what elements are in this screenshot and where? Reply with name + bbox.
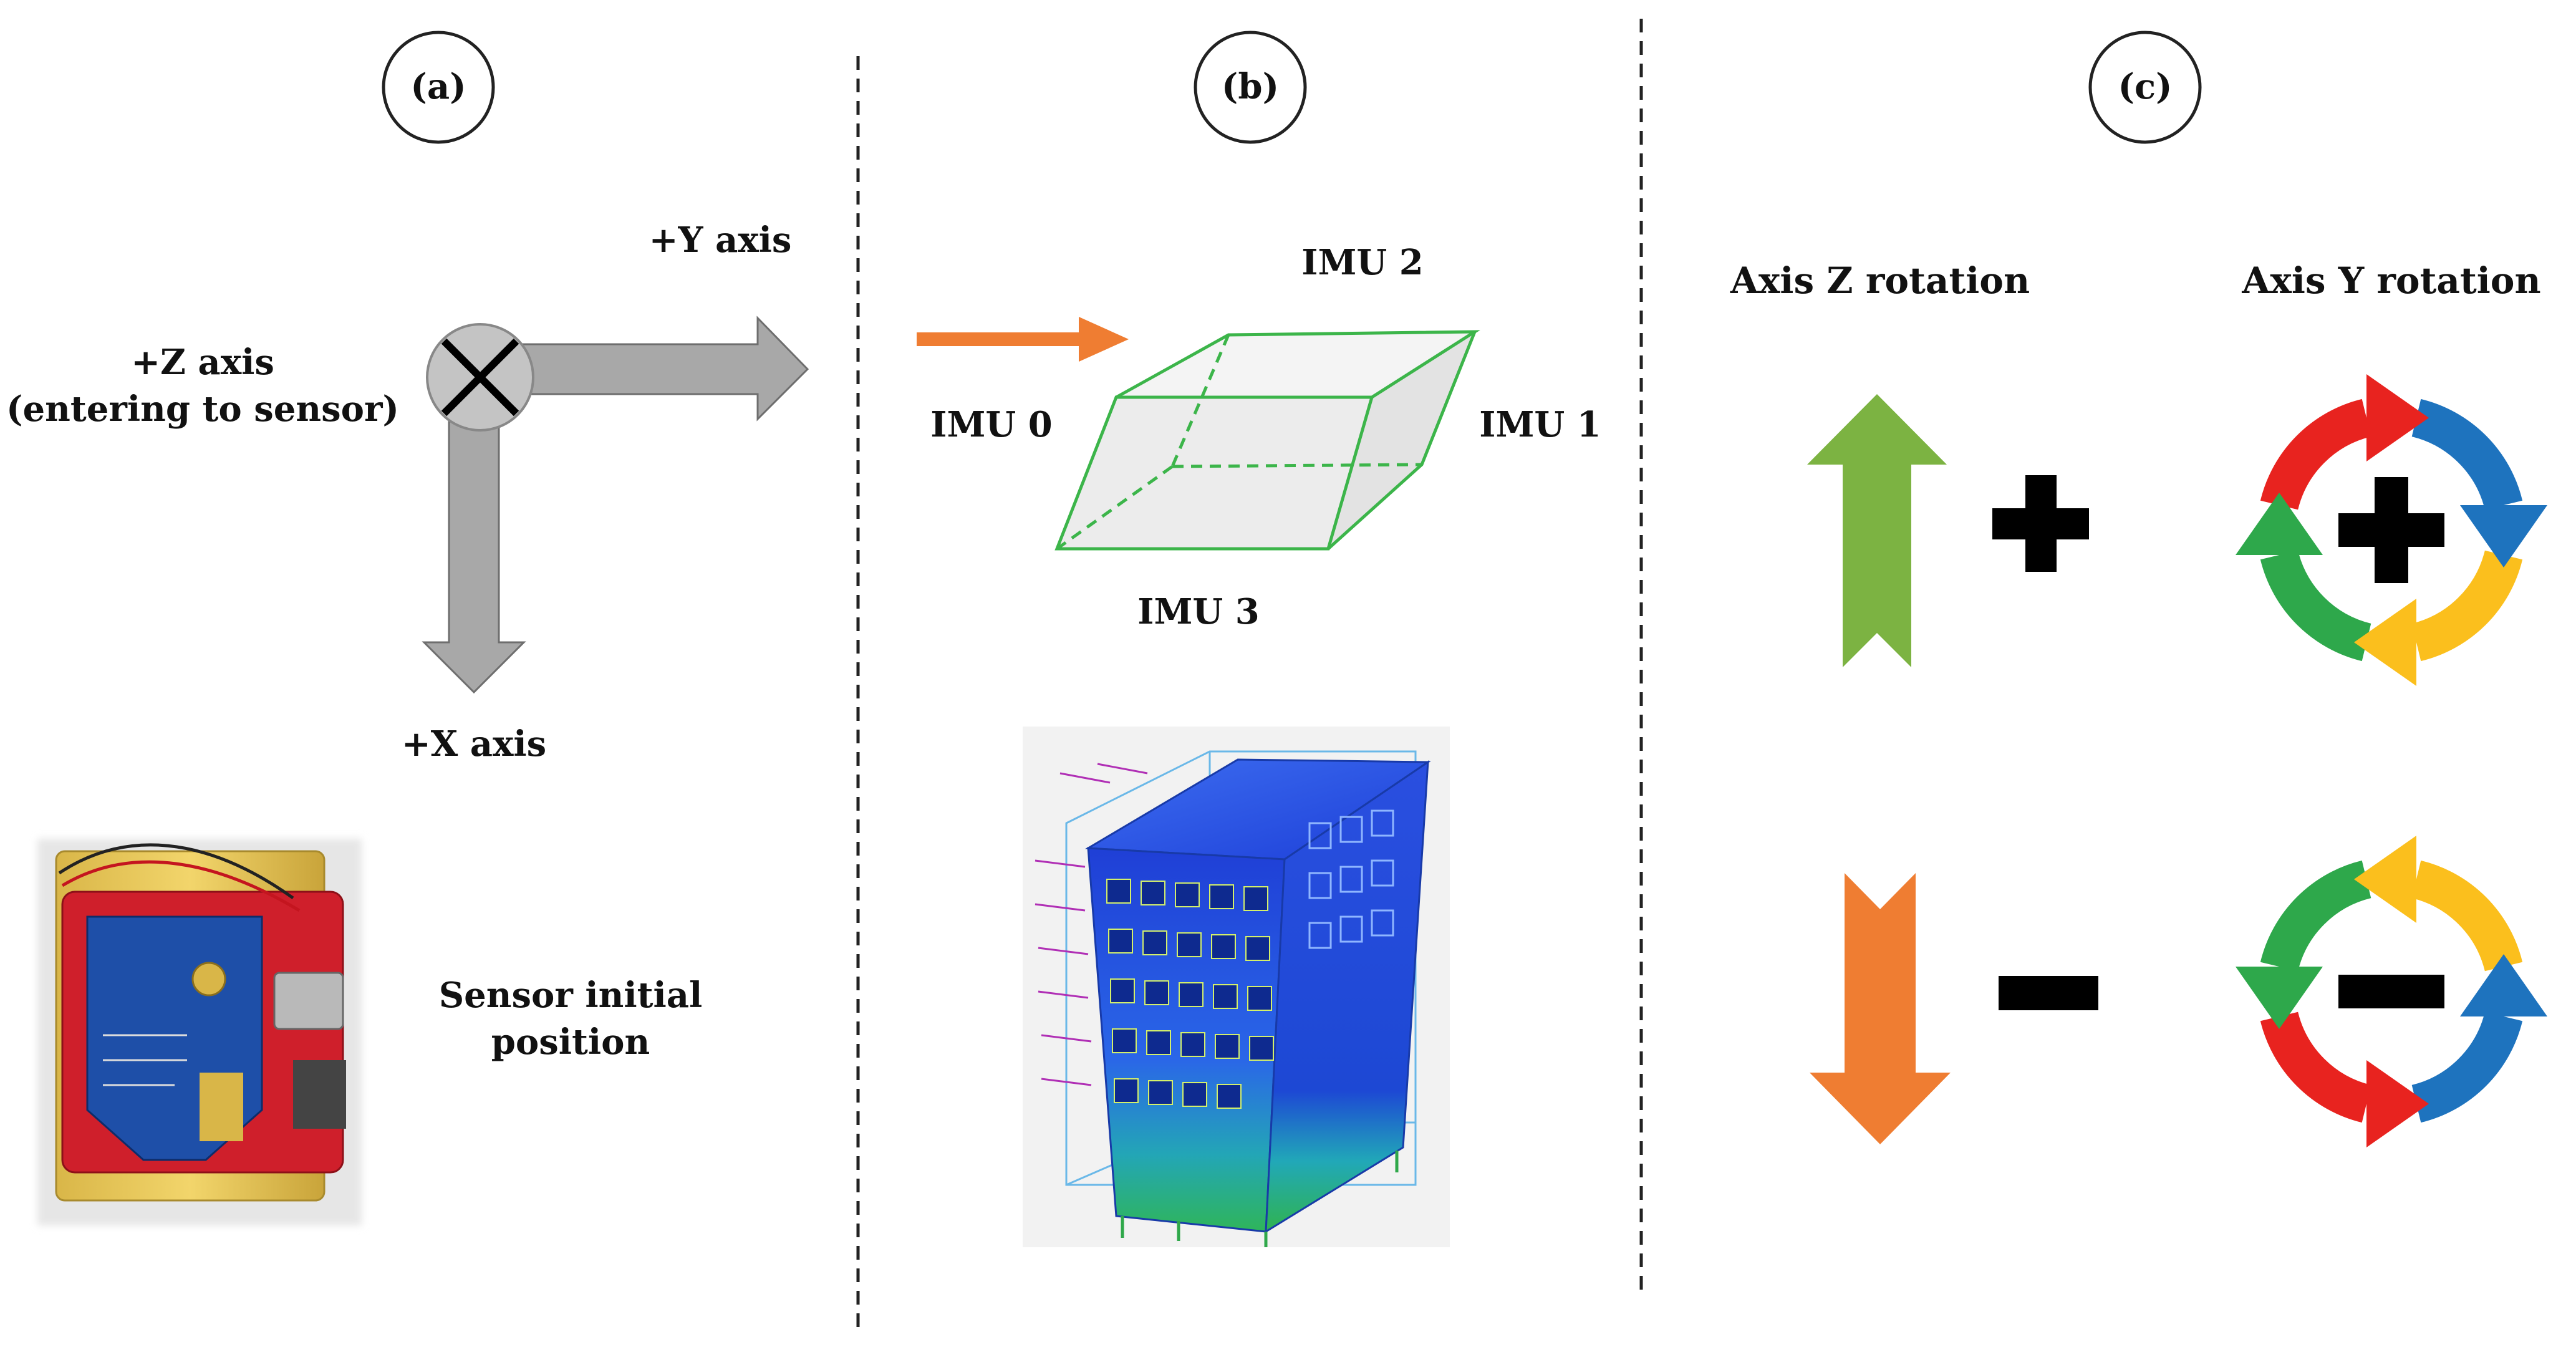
z-axis-label-line1: +Z axis	[131, 342, 274, 383]
panel-a: (a) +Y axis +Z axis (entering to sensor)…	[6, 31, 809, 1225]
y-positive-cycle-icon	[2236, 374, 2547, 686]
y-axis-label: +Y axis	[649, 220, 792, 261]
z-negative-minus-sign	[1999, 976, 2098, 1010]
x-axis-label: +X axis	[402, 723, 546, 765]
deformed-cube-wireframe	[1054, 330, 1480, 551]
imu-3-label: IMU 3	[1137, 591, 1259, 632]
imu-1-label: IMU 1	[1479, 404, 1601, 445]
panel-b: (b) IMU 2 IMU 0 IMU 1 IMU 3	[917, 31, 1601, 1247]
sensor-photo	[37, 839, 362, 1225]
panel-c-label: (c)	[2118, 66, 2172, 107]
dark-connector	[293, 1060, 346, 1129]
fea-simulation-render	[1023, 727, 1450, 1247]
y-axis-arrow	[516, 316, 809, 422]
module-antenna	[191, 962, 226, 997]
imu-2-label: IMU 2	[1301, 242, 1423, 283]
panel-b-label: (b)	[1222, 66, 1279, 107]
sensor-caption-line1: Sensor initial	[439, 975, 703, 1016]
axis-y-rotation-title: Axis Y rotation	[2241, 259, 2540, 302]
x-axis-arrow	[422, 398, 526, 694]
panel-a-label: (a)	[410, 66, 466, 107]
usb-connector	[273, 972, 344, 1030]
z-axis-label-line2: (entering to sensor)	[6, 389, 399, 430]
y-negative-cycle-icon	[2236, 836, 2547, 1147]
panel-b-label-circle	[1194, 31, 1307, 144]
panel-a-label-circle	[382, 31, 495, 144]
sensor-caption-line2: position	[491, 1021, 650, 1063]
z-axis-marker	[426, 323, 534, 432]
panel-c-label-circle	[2088, 31, 2202, 144]
z-positive-plus-sign	[1992, 475, 2089, 572]
axis-z-rotation-title: Axis Z rotation	[1730, 259, 2030, 302]
force-arrow	[917, 317, 1129, 362]
panel-c: (c) Axis Z rotation Axis Y rotation	[1730, 31, 2547, 1147]
z-negative-down-arrow	[1810, 873, 1951, 1144]
z-positive-up-arrow	[1807, 394, 1947, 667]
imu-0-label: IMU 0	[930, 404, 1052, 445]
